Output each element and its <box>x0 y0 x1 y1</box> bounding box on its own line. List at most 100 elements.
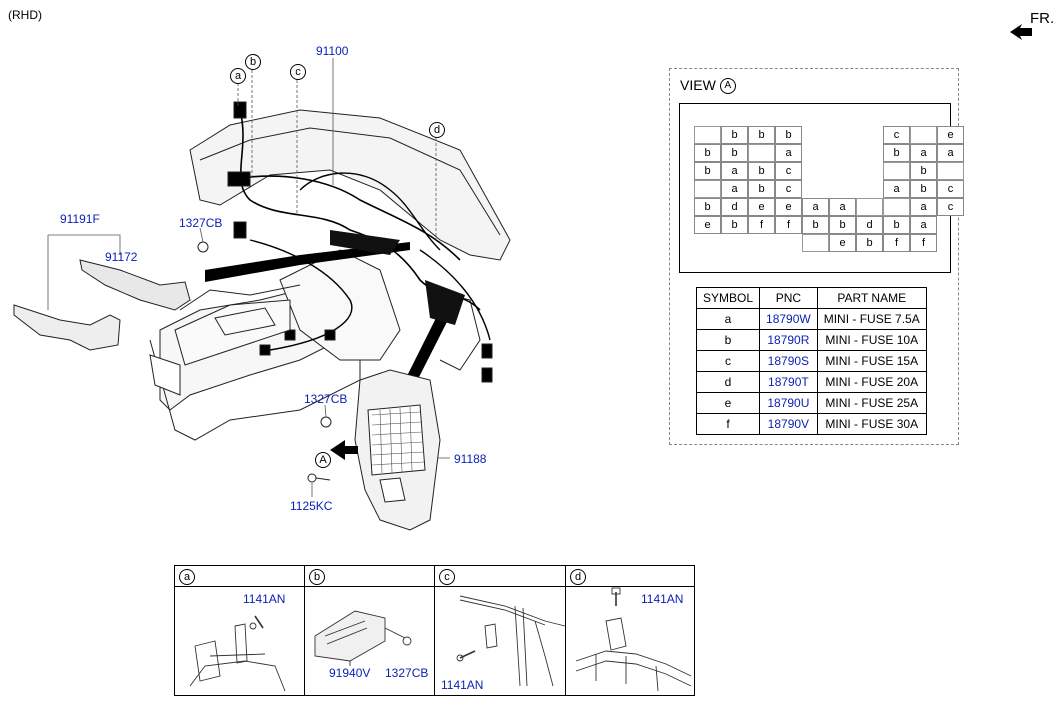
fuse-slot: d <box>856 216 883 234</box>
fuse-slot: e <box>937 126 964 144</box>
fuse-slot: c <box>883 126 910 144</box>
fuse-slot: b <box>775 126 802 144</box>
symbol-cell: b <box>695 329 761 351</box>
fuse-slot: f <box>748 216 775 234</box>
detail-b-circle[interactable]: b <box>309 569 325 585</box>
callout-view-a[interactable]: A <box>315 452 331 468</box>
detail-d: d 1141AN <box>566 566 694 695</box>
pnc-cell[interactable]: 18790T <box>759 371 818 393</box>
fuse-slot: a <box>721 162 748 180</box>
symbol-cell: c <box>695 350 761 372</box>
pnc-cell[interactable]: 18790S <box>759 350 818 372</box>
fuse-slot: b <box>694 198 721 216</box>
front-direction-label: FR. <box>1030 10 1055 27</box>
fuse-slot: a <box>910 216 937 234</box>
detail-b: b 91940V 1327CB <box>305 566 435 695</box>
fuse-slot <box>883 162 910 180</box>
detail-d-drawing <box>575 587 692 692</box>
detail-c: c 1141AN <box>435 566 566 695</box>
fuse-slot: c <box>937 180 964 198</box>
pnc-cell[interactable]: 18790R <box>759 329 818 351</box>
part-91100[interactable]: 91100 <box>316 44 349 58</box>
fuse-slot: b <box>694 144 721 162</box>
fuse-slot: a <box>910 144 937 162</box>
detail-a-drawing <box>189 615 286 692</box>
fuse-slot <box>748 144 775 162</box>
fuse-slot: b <box>721 216 748 234</box>
fuse-slot: b <box>748 126 775 144</box>
pnc-cell[interactable]: 18790W <box>759 308 818 330</box>
fuse-slot: b <box>883 144 910 162</box>
part-91172[interactable]: 91172 <box>105 250 138 264</box>
fuse-slot: f <box>883 234 910 252</box>
fuse-slot: a <box>910 198 937 216</box>
table-header: SYMBOL <box>695 287 761 309</box>
fuse-slot <box>856 198 883 216</box>
symbol-cell: f <box>695 413 761 435</box>
detail-b-label-1[interactable]: 1327CB <box>385 666 429 680</box>
fuse-slot <box>802 234 829 252</box>
table-header: PART NAME <box>816 287 927 309</box>
part-name-cell: MINI - FUSE 25A <box>816 392 927 414</box>
front-direction: FR. <box>1008 10 1063 47</box>
part-1125KC[interactable]: 1125KC <box>290 499 333 513</box>
fuse-slot: b <box>829 216 856 234</box>
part-name-cell: MINI - FUSE 30A <box>816 413 927 435</box>
fuse-slot: f <box>910 234 937 252</box>
fuse-slot: a <box>937 144 964 162</box>
part-91188[interactable]: 91188 <box>454 452 487 466</box>
fuse-slot <box>694 126 721 144</box>
detail-b-label-0[interactable]: 91940V <box>329 666 371 680</box>
fuse-slot: a <box>775 144 802 162</box>
fuse-slot: e <box>748 198 775 216</box>
callout-a[interactable]: a <box>230 68 246 84</box>
callout-b[interactable]: b <box>245 54 261 70</box>
fuse-slot: b <box>883 216 910 234</box>
detail-d-label-0[interactable]: 1141AN <box>641 592 684 606</box>
fuse-slot: d <box>721 198 748 216</box>
view-title-text: VIEW <box>680 77 716 93</box>
detail-b-drawing <box>314 610 412 666</box>
fuse-slot: a <box>883 180 910 198</box>
fuse-slot: b <box>910 180 937 198</box>
fuse-slot <box>937 162 964 180</box>
fuse-slot: e <box>829 234 856 252</box>
fuse-slot: e <box>694 216 721 234</box>
symbol-cell: e <box>695 392 761 414</box>
part-91191F[interactable]: 91191F <box>60 212 100 226</box>
part-1327CB-mid[interactable]: 1327CB <box>304 392 348 406</box>
detail-c-label-0[interactable]: 1141AN <box>441 678 484 692</box>
fuse-slot: b <box>721 144 748 162</box>
view-title-circle: A <box>719 78 736 95</box>
fuse-slot: b <box>910 162 937 180</box>
part-name-cell: MINI - FUSE 20A <box>816 371 927 393</box>
fuse-slot: c <box>937 198 964 216</box>
callout-d[interactable]: d <box>429 122 445 138</box>
fuse-slot: c <box>775 180 802 198</box>
table-header: PNC <box>759 287 818 309</box>
detail-d-circle[interactable]: d <box>570 569 586 585</box>
fuse-slot: f <box>775 216 802 234</box>
fuse-slot <box>883 198 910 216</box>
pnc-cell[interactable]: 18790U <box>759 392 818 414</box>
symbol-cell: a <box>695 308 761 330</box>
detail-a-label-0[interactable]: 1141AN <box>243 592 286 606</box>
fuse-slot: b <box>802 216 829 234</box>
part-name-cell: MINI - FUSE 15A <box>816 350 927 372</box>
detail-a-circle[interactable]: a <box>179 569 195 585</box>
detail-a: a 1141AN <box>175 566 305 695</box>
pnc-cell[interactable]: 18790V <box>759 413 818 435</box>
part-1327CB-top[interactable]: 1327CB <box>179 216 223 230</box>
callout-c[interactable]: c <box>290 64 306 80</box>
detail-c-drawing <box>456 595 566 687</box>
detail-c-circle[interactable]: c <box>439 569 455 585</box>
